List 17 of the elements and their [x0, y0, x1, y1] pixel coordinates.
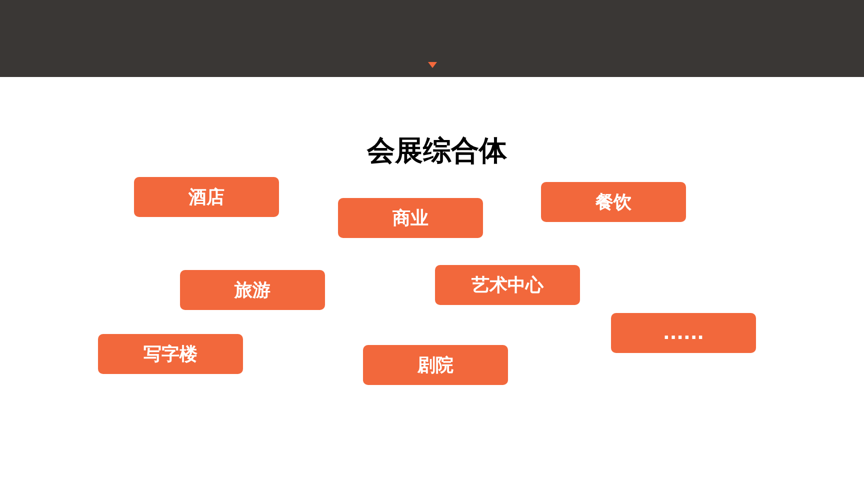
category-box: [541, 182, 686, 222]
category-box: [338, 198, 483, 238]
box-label: 酒店: [188, 186, 224, 209]
category-box: [98, 334, 243, 374]
category-box: [134, 177, 279, 217]
title: 会展综合体: [366, 133, 508, 169]
box-label: 商业: [392, 207, 428, 230]
box-label: 旅游: [234, 279, 270, 302]
category-box: [363, 345, 508, 385]
box-label: ......: [662, 322, 704, 344]
box-label: 艺术中心: [472, 274, 544, 297]
box-label: 写字楼: [144, 343, 198, 366]
box-label: 餐饮: [596, 191, 632, 214]
box-label: 剧院: [418, 354, 454, 377]
category-box: [180, 270, 325, 310]
category-box: [611, 313, 756, 353]
category-box: [435, 265, 580, 305]
